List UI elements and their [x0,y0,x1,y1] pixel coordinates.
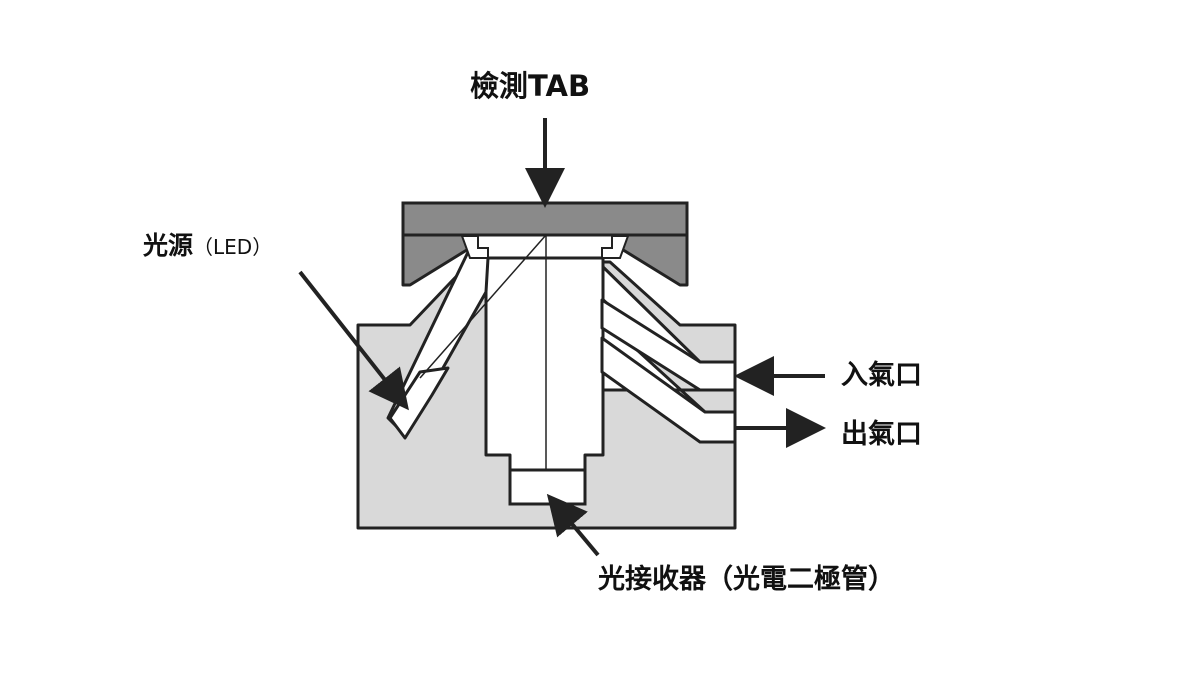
tab-label: 檢測TAB [470,69,591,103]
tab-left-flange [401,233,472,287]
central-cavity [484,256,605,472]
led-component [388,366,450,440]
outlet-label: 出氣口 [841,419,922,450]
tab-plate [401,201,689,237]
light-source-suffix: （LED） [193,235,273,259]
right-seal-step [601,235,630,259]
light-source-label: 光源（LED） [143,233,272,258]
light-source-text: 光源 [143,231,194,260]
light-ray-incident [419,234,547,379]
arrow-led [298,270,409,411]
inlet-label: 入氣口 [841,360,922,391]
photodiode [508,468,587,506]
arrow-photodiode [546,493,600,557]
receiver-label: 光接收器（光電二極管） [598,564,895,595]
tab-right-flange [618,233,689,287]
outlet-channel [600,336,737,444]
left-seal-step [460,235,489,259]
